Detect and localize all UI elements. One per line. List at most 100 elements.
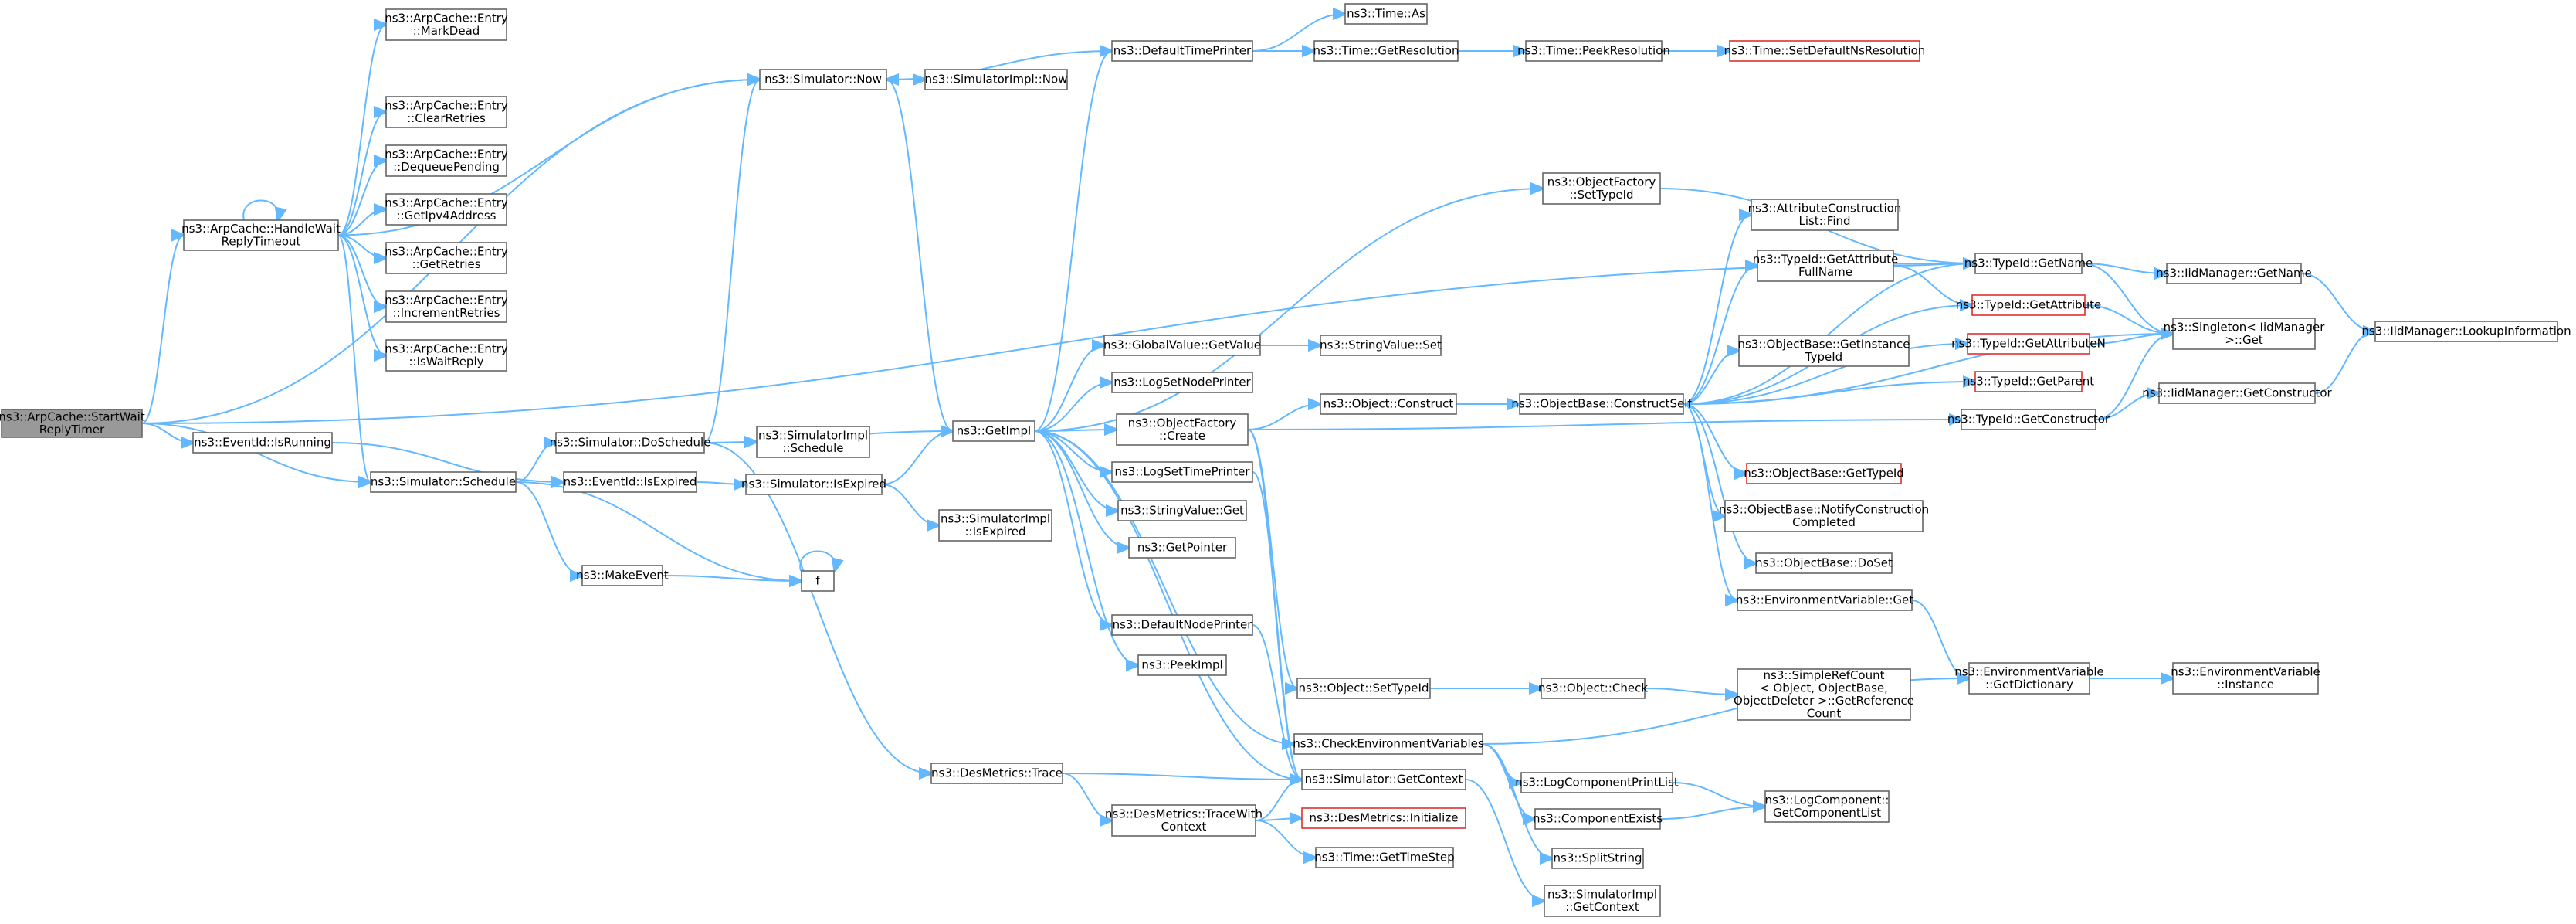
node-box[interactable] <box>2172 662 2319 695</box>
node-dequeue[interactable]: ns3::ArpCache::Entry::DequeuePending <box>385 144 508 177</box>
node-box[interactable] <box>1974 253 2083 274</box>
node-strset[interactable]: ns3::StringValue::Set <box>1320 335 1442 356</box>
node-box[interactable] <box>952 420 1035 442</box>
node-box[interactable] <box>1301 769 1466 790</box>
node-objconstruct[interactable]: ns3::Object::Construct <box>1320 393 1457 415</box>
node-getretries[interactable]: ns3::ArpCache::Entry::GetRetries <box>385 242 508 274</box>
node-box[interactable] <box>1117 500 1247 521</box>
node-iidgetctor[interactable]: ns3::IidManager::GetConstructor <box>2142 382 2333 404</box>
node-clearretries[interactable]: ns3::ArpCache::Entry::ClearRetries <box>385 96 508 128</box>
node-getipv4[interactable]: ns3::ArpCache::Entry::GetIpv4Address <box>385 193 508 226</box>
node-implgetctx[interactable]: ns3::SimulatorImpl::GetContext <box>1544 885 1661 917</box>
node-simisexpired[interactable]: ns3::Simulator::IsExpired <box>741 474 886 495</box>
node-box[interactable] <box>1301 807 1466 829</box>
node-schedule[interactable]: ns3::Simulator::Schedule <box>370 471 517 493</box>
node-box[interactable] <box>1755 552 1893 574</box>
node-box[interactable] <box>1525 40 1663 62</box>
node-checkenv[interactable]: ns3::CheckEnvironmentVariables <box>1293 733 1484 755</box>
node-box[interactable] <box>1111 372 1253 393</box>
node-box[interactable] <box>2374 321 2558 342</box>
node-box[interactable] <box>1534 808 1661 830</box>
node-objsettypeid[interactable]: ns3::Object::SetTypeId <box>1296 678 1431 699</box>
node-box[interactable] <box>385 290 507 323</box>
node-box[interactable] <box>745 474 883 495</box>
node-box[interactable] <box>1764 790 1890 823</box>
node-box[interactable] <box>1296 678 1431 699</box>
node-box[interactable] <box>1111 461 1253 483</box>
node-lognodeprinter[interactable]: ns3::LogSetNodePrinter <box>1111 372 1253 393</box>
node-box[interactable] <box>1737 668 1911 721</box>
node-tgetname[interactable]: ns3::TypeId::GetName <box>1964 253 2093 274</box>
node-box[interactable] <box>1738 335 1910 367</box>
node-box[interactable] <box>1551 848 1644 869</box>
node-gettimestep[interactable]: ns3::Time::GetTimeStep <box>1314 847 1455 868</box>
node-box[interactable] <box>1128 537 1236 559</box>
node-box[interactable] <box>1103 335 1261 356</box>
node-box[interactable] <box>1974 371 2083 392</box>
node-destrace[interactable]: ns3::DesMetrics::Trace <box>930 763 1063 784</box>
node-envdict[interactable]: ns3::EnvironmentVariable::GetDictionary <box>1954 662 2104 695</box>
node-box[interactable] <box>1293 733 1483 755</box>
node-box[interactable] <box>1520 772 1673 793</box>
node-compexists[interactable]: ns3::ComponentExists <box>1533 808 1663 830</box>
node-lookup[interactable]: ns3::IidManager::LookupInformation <box>2361 321 2571 342</box>
node-box[interactable] <box>1737 589 1913 611</box>
node-box[interactable] <box>385 8 507 41</box>
node-desinit[interactable]: ns3::DesMetrics::Initialize <box>1301 807 1466 829</box>
node-box[interactable] <box>1519 393 1684 415</box>
node-box[interactable] <box>192 432 333 454</box>
node-timeas[interactable]: ns3::Time::As <box>1344 3 1428 25</box>
node-box[interactable] <box>555 432 705 454</box>
node-box[interactable] <box>385 242 507 274</box>
node-objcheck[interactable]: ns3::Object::Check <box>1538 678 1648 699</box>
node-tgetattrn[interactable]: ns3::TypeId::GetAttributeN <box>1951 333 2106 355</box>
node-box[interactable] <box>385 193 507 226</box>
node-box[interactable] <box>2166 263 2302 284</box>
node-defnodeprinter[interactable]: ns3::DefaultNodePrinter <box>1111 614 1253 636</box>
node-box[interactable] <box>2158 382 2316 404</box>
node-box[interactable] <box>1961 409 2096 430</box>
node-tgetctor[interactable]: ns3::TypeId::GetConstructor <box>1947 409 2110 430</box>
node-box[interactable] <box>938 509 1052 542</box>
node-box[interactable] <box>1724 500 1924 532</box>
node-box[interactable] <box>1544 885 1661 917</box>
node-splitstring[interactable]: ns3::SplitString <box>1551 848 1644 869</box>
node-incretries[interactable]: ns3::ArpCache::Entry::IncrementRetries <box>385 290 508 323</box>
node-box[interactable] <box>183 219 339 251</box>
node-box[interactable] <box>1 409 143 438</box>
node-iidgetname[interactable]: ns3::IidManager::GetName <box>2156 263 2312 284</box>
node-box[interactable] <box>1542 172 1661 205</box>
node-isexpiredE[interactable]: ns3::EventId::IsExpired <box>563 471 697 493</box>
node-box[interactable] <box>1344 3 1428 25</box>
node-box[interactable] <box>1757 250 1894 282</box>
node-box[interactable] <box>1137 654 1227 676</box>
node-box[interactable] <box>1111 614 1253 636</box>
node-box[interactable] <box>1971 294 2086 316</box>
node-f[interactable]: f <box>801 570 835 592</box>
node-doset[interactable]: ns3::ObjectBase::DoSet <box>1755 552 1893 574</box>
node-constructself[interactable]: ns3::ObjectBase::ConstructSelf <box>1511 393 1692 415</box>
node-box[interactable] <box>1111 40 1253 62</box>
node-setdefres[interactable]: ns3::Time::SetDefaultNsResolution <box>1724 40 1926 62</box>
node-box[interactable] <box>370 471 517 493</box>
node-getres[interactable]: ns3::Time::GetResolution <box>1313 40 1459 62</box>
node-box[interactable] <box>1313 40 1459 62</box>
node-box[interactable] <box>756 426 870 458</box>
node-box[interactable] <box>1541 678 1646 699</box>
node-getimpl[interactable]: ns3::GetImpl <box>952 420 1035 442</box>
node-tgetattr[interactable]: ns3::TypeId::GetAttribute <box>1956 294 2101 316</box>
node-box[interactable] <box>385 339 507 372</box>
node-getpointer[interactable]: ns3::GetPointer <box>1128 537 1236 559</box>
node-logprintlist[interactable]: ns3::LogComponentPrintList <box>1515 772 1679 793</box>
node-box[interactable] <box>801 570 835 592</box>
node-envget[interactable]: ns3::EnvironmentVariable::Get <box>1736 589 1913 611</box>
node-singleton[interactable]: ns3::Singleton< IidManager>::Get <box>2164 318 2326 350</box>
node-obgettypeid[interactable]: ns3::ObjectBase::GetTypeId <box>1744 463 1904 484</box>
node-simnow[interactable]: ns3::Simulator::Now <box>759 69 887 90</box>
node-getcomplist[interactable]: ns3::LogComponent::GetComponentList <box>1764 790 1890 823</box>
